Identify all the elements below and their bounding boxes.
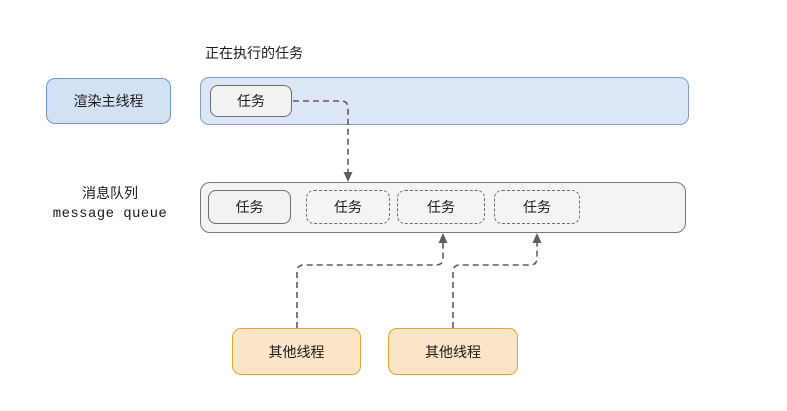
other-thread-box-1: 其他线程	[232, 328, 361, 375]
other-thread-label-2: 其他线程	[425, 343, 481, 360]
arrowhead-thread1-to-queue	[438, 233, 448, 243]
queue-task-box-4: 任务	[494, 190, 580, 224]
other-thread-box-2: 其他线程	[388, 328, 518, 375]
message-queue-label-cn: 消息队列	[82, 185, 138, 201]
connector-thread2-to-queue	[452, 241, 538, 328]
queue-task-label-4: 任务	[523, 199, 551, 215]
queue-task-label-2: 任务	[334, 199, 362, 215]
message-queue-label-en: message queue	[52, 206, 168, 222]
running-task-caption: 正在执行的任务	[205, 45, 303, 61]
queue-task-box-3: 任务	[397, 190, 485, 224]
render-main-thread-label-box: 渲染主线程	[46, 78, 171, 124]
arrowhead-thread2-to-queue	[532, 233, 542, 243]
queue-task-box-2: 任务	[306, 190, 390, 224]
arrowhead-main-thread-to-queue	[343, 172, 353, 182]
other-thread-label-1: 其他线程	[268, 343, 325, 360]
queue-task-box-1: 任务	[208, 190, 291, 224]
running-task-label: 任务	[237, 93, 265, 109]
running-task-box: 任务	[210, 85, 292, 117]
connector-thread1-to-queue	[296, 241, 444, 328]
render-main-thread-label-text: 渲染主线程	[73, 93, 144, 109]
queue-task-label-1: 任务	[235, 199, 264, 215]
queue-task-label-3: 任务	[427, 199, 455, 215]
